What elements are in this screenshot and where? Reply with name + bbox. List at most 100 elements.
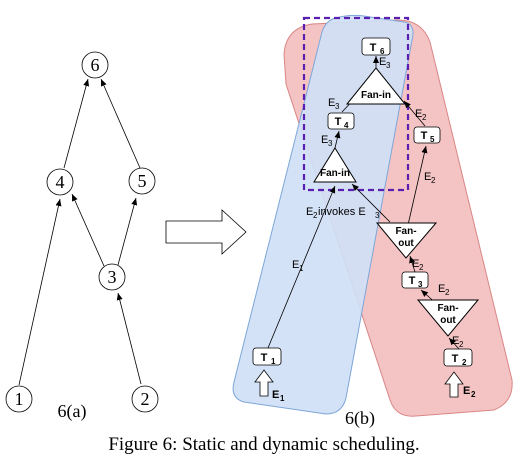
entry-arrow-e2-icon	[444, 371, 464, 398]
svg-text:E: E	[412, 258, 419, 270]
task-t6-main: T	[370, 42, 377, 54]
task-t3-sub: 3	[418, 280, 423, 289]
entry-e1: E 1	[272, 389, 285, 403]
fanout-top-label-2: out	[398, 238, 414, 249]
svg-text:E: E	[292, 259, 299, 271]
svg-text:2: 2	[313, 211, 318, 220]
svg-text:2: 2	[431, 176, 436, 185]
svg-text:1: 1	[299, 264, 304, 273]
subfigure-b-label: 6(b)	[345, 408, 375, 429]
entry-e2-sub: 2	[471, 390, 476, 399]
task-t4-sub: 4	[344, 121, 349, 130]
svg-text:3: 3	[328, 139, 333, 148]
left-graph: 6 4 5 3 1 2 6(a)	[5, 51, 159, 422]
svg-text:E: E	[306, 206, 313, 218]
node-4-label: 4	[56, 172, 65, 192]
svg-text:E: E	[424, 171, 431, 183]
node-6-label: 6	[91, 55, 100, 75]
edge-3-to-4	[71, 193, 105, 267]
svg-text:E: E	[379, 56, 386, 68]
task-t1: T 1	[252, 347, 282, 366]
edge-fanout1-to-fanin-mid	[351, 183, 391, 223]
node-5: 5	[128, 167, 156, 195]
task-t4: T 4	[327, 112, 355, 130]
label-e3-top: E 3	[379, 56, 391, 70]
svg-text:E: E	[452, 335, 459, 347]
node-3: 3	[98, 263, 126, 291]
edge-t1-to-fanin-mid	[267, 185, 336, 349]
task-t2-main: T	[452, 353, 459, 365]
node-2: 2	[131, 385, 159, 413]
task-t3-main: T	[409, 275, 416, 287]
task-t6: T 6	[361, 37, 391, 56]
entry-arrow-e1-icon	[254, 369, 274, 397]
entry-e2-main: E	[463, 385, 470, 397]
node-4: 4	[46, 168, 74, 196]
edge-t2-to-fanout2	[448, 337, 460, 350]
task-t5-main: T	[421, 130, 428, 142]
entry-e1-main: E	[272, 389, 279, 401]
label-e3-t4: E 3	[321, 134, 333, 148]
svg-text:2: 2	[459, 340, 464, 349]
fanout-bottom-label-2: out	[440, 315, 456, 326]
node-3-label: 3	[108, 267, 117, 287]
task-t2: T 2	[443, 348, 473, 367]
invokes-label: E 2 invokes E 3	[306, 206, 380, 220]
svg-text:3: 3	[386, 61, 391, 70]
edge-t5-to-fanin-top	[403, 100, 426, 127]
svg-text:3: 3	[335, 102, 340, 111]
node-1-label: 1	[15, 389, 24, 409]
svg-text:2: 2	[419, 263, 424, 272]
entry-e2: E 2	[463, 385, 476, 399]
edge-5-to-6	[100, 78, 141, 169]
edge-3-to-5	[117, 197, 138, 266]
label-e2-fanout2: E 2	[452, 335, 464, 349]
fanout-bottom: Fan- out	[416, 299, 480, 337]
fanin-top-label: Fan-in	[361, 90, 391, 101]
entry-e1-sub: 1	[280, 394, 285, 403]
label-e2-fanout1: E 2	[412, 258, 424, 272]
task-t1-sub: 1	[271, 357, 276, 366]
svg-text:2: 2	[445, 288, 450, 297]
fanin-top: Fan-in	[345, 67, 407, 105]
subfigure-a-label: 6(a)	[58, 401, 87, 422]
node-2-label: 2	[141, 389, 150, 409]
task-t2-sub: 2	[462, 358, 467, 367]
fanout-top-label-1: Fan-	[395, 226, 416, 237]
label-e2-right-top: E 2	[415, 108, 427, 122]
svg-text:invokes E: invokes E	[318, 206, 366, 218]
edge-4-to-6	[63, 78, 90, 169]
edge-t3-to-fanout1	[409, 255, 416, 273]
edge-2-to-3	[116, 292, 142, 385]
figure-caption: Figure 6: Static and dynamic scheduling.	[108, 434, 419, 455]
label-e2-right-mid: E 2	[424, 171, 436, 185]
svg-text:2: 2	[422, 113, 427, 122]
svg-text:3: 3	[375, 211, 380, 220]
label-e2-t3: E 2	[438, 283, 450, 297]
task-t3: T 3	[401, 271, 429, 289]
task-t1-main: T	[261, 352, 268, 364]
svg-text:E: E	[321, 134, 328, 146]
task-t5-sub: 5	[430, 135, 435, 144]
fanout-bottom-label-1: Fan-	[437, 303, 458, 314]
right-graph: Fan-in Fan-in Fan- out Fan- out T 6 T 4	[232, 14, 513, 429]
label-e3-left: E 3	[328, 97, 340, 111]
edge-fanout1-to-t5	[407, 145, 428, 226]
task-t5: T 5	[413, 126, 441, 144]
fanin-mid-label: Fan-in	[320, 168, 350, 179]
svg-text:E: E	[415, 108, 422, 120]
svg-text:E: E	[328, 97, 335, 109]
node-1: 1	[5, 385, 33, 413]
transform-arrow-icon	[165, 209, 247, 255]
edge-1-to-4	[18, 198, 62, 386]
node-6: 6	[81, 51, 109, 79]
task-t6-sub: 6	[380, 47, 385, 56]
edge-fanin-mid-to-t4	[334, 130, 341, 149]
fanout-top: Fan- out	[375, 222, 438, 259]
task-t4-main: T	[335, 116, 342, 128]
node-5-label: 5	[138, 171, 147, 191]
svg-text:E: E	[438, 283, 445, 295]
fanin-mid: Fan-in	[313, 147, 357, 183]
